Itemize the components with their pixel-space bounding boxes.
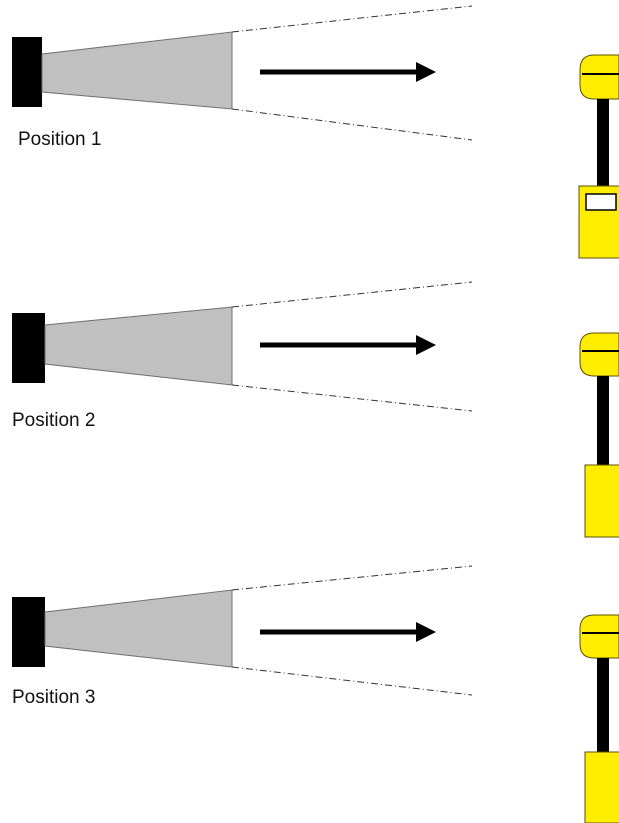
emitter-block [12,313,45,383]
receiver-rod [579,614,619,823]
position-row-2 [12,281,619,538]
receiver-body [584,751,619,823]
beam-cone [44,306,233,386]
direction-arrow [260,335,436,355]
receiver-rod [578,54,619,259]
beam-extension-upper [231,5,473,33]
beam-extension-lower [231,666,473,696]
beam-extension-upper [231,281,473,308]
beam-extension-upper [231,565,473,591]
receiver-rod [579,332,619,538]
beam-extension-lower [231,108,473,141]
emitter-block [12,597,45,667]
beam-cone [41,31,233,110]
receiver-head [579,54,619,100]
receiver-head [579,332,619,377]
direction-arrow [260,62,436,82]
receiver-pole [597,658,609,752]
beam-cone [44,589,233,668]
receiver-display [585,193,617,211]
receiver-pole [597,99,609,186]
position-row-3 [12,565,619,823]
direction-arrow [260,622,436,642]
emitter-block [12,37,42,107]
position-1-label: Position 1 [18,129,102,150]
receiver-body [584,464,619,538]
position-2-label: Position 2 [12,410,96,431]
position-row-1 [12,5,619,259]
receiver-head [579,614,619,659]
beam-extension-lower [231,384,473,412]
position-3-label: Position 3 [12,687,96,708]
receiver-pole [597,376,609,465]
